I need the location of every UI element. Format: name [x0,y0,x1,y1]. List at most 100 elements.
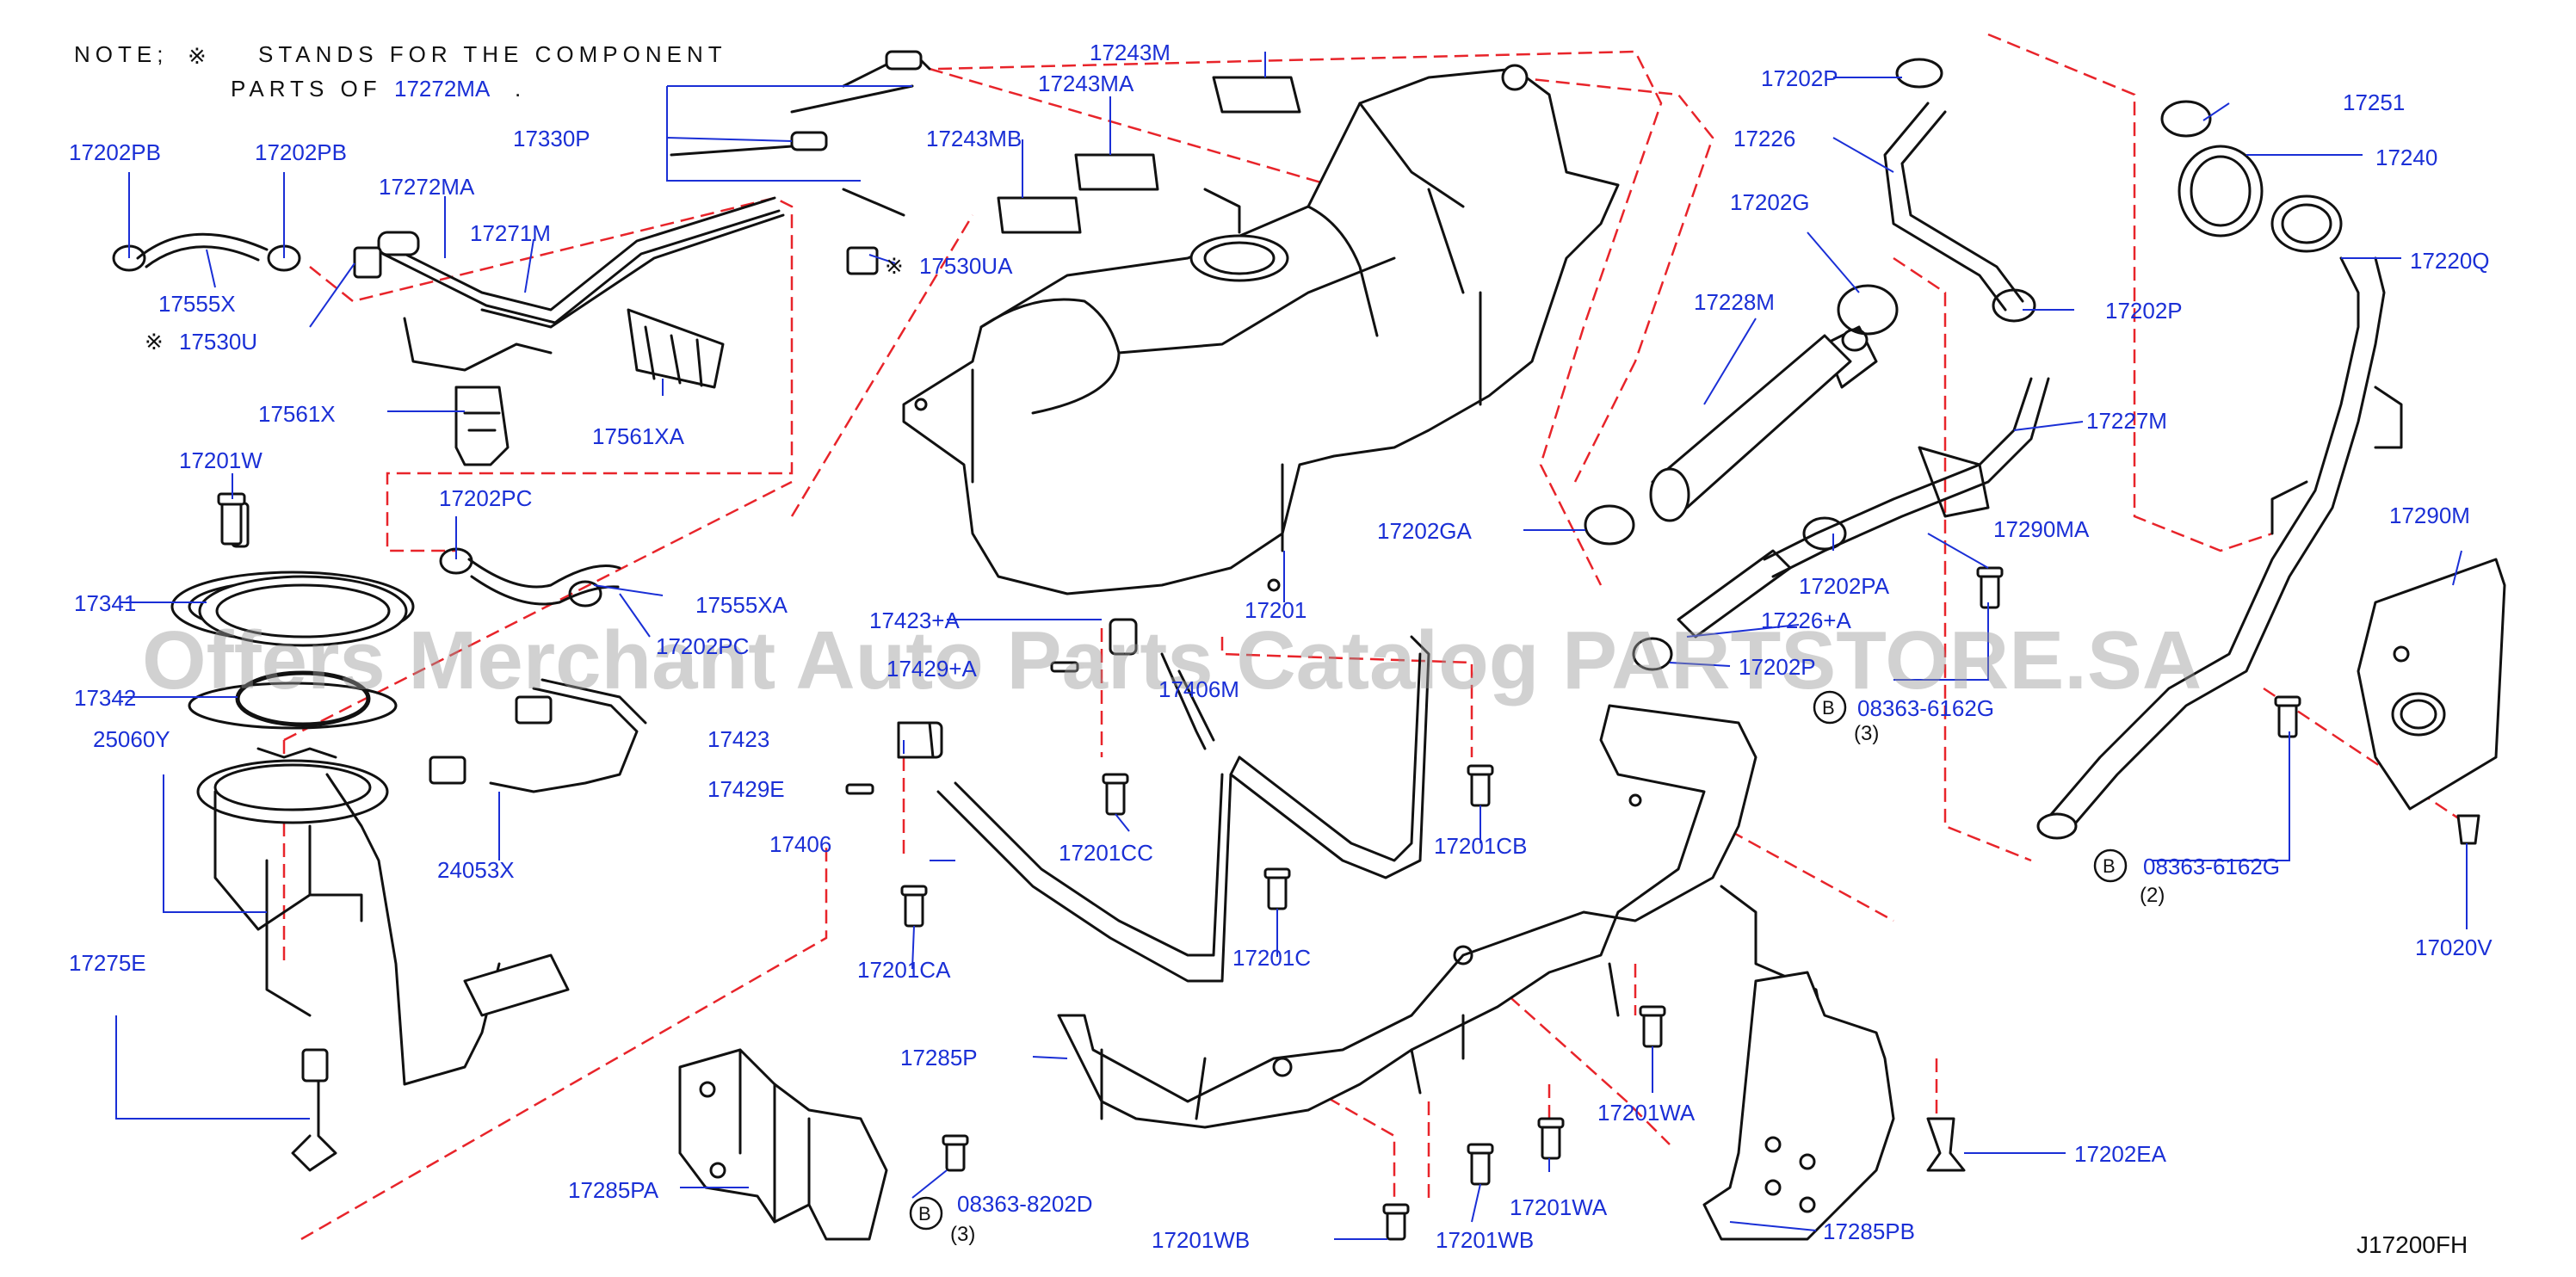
label-17020v[interactable]: 17020V [2415,935,2493,960]
clip-17202ea [1926,1117,1966,1172]
fuel-tank [902,64,1620,595]
leader-lines [115,52,2468,1240]
bolt-08363-6162g-a [1976,566,2004,609]
label-17285pa[interactable]: 17285PA [568,1177,659,1203]
label-17561x[interactable]: 17561X [258,401,336,427]
label-17220q[interactable]: 17220Q [2410,248,2490,274]
note-end: . [515,76,526,102]
note-block: NOTE; ※ STANDS FOR THE COMPONENT PARTS O… [74,41,722,102]
diagram-code: J17200FH [2357,1231,2468,1258]
label-17202pb-left[interactable]: 17202PB [69,139,161,165]
label-17202ea[interactable]: 17202EA [2074,1141,2167,1167]
label-17290ma[interactable]: 17290MA [1993,516,2090,542]
label-17330p[interactable]: 17330P [513,126,590,151]
bolt-badge-a: B [1813,690,1847,725]
label-17202p-lower[interactable]: 17202P [1739,654,1816,680]
filler-bracket-17290m [2357,558,2506,811]
svg-text:B: B [918,1203,931,1225]
label-17202pc-lower[interactable]: 17202PC [656,633,749,659]
qty-08363-6162g-lower: (2) [2140,884,2165,907]
label-17228m[interactable]: 17228M [1694,289,1775,315]
label-17201wb-right[interactable]: 17201WB [1436,1227,1534,1253]
bolt-17201cb [1467,764,1494,807]
label-17406[interactable]: 17406 [769,831,831,857]
label-17271m[interactable]: 17271M [470,220,551,246]
label-17275e[interactable]: 17275E [69,950,146,976]
bolt-08363-6162g-b [2274,695,2301,738]
qty-08363-8202d: (3) [950,1223,975,1246]
label-17429e[interactable]: 17429E [707,776,785,802]
label-08363-6162g-upper[interactable]: 08363-6162G [1857,695,1994,721]
label-17423a[interactable]: 17423+A [869,608,960,633]
pump-seal [198,575,408,727]
watermark: Offers Merchant Auto Parts Catalog PARTS… [142,614,2202,706]
label-08363-6162g-lower[interactable]: 08363-6162G [2143,854,2280,879]
harness [429,678,647,793]
note-symbol: ※ [188,43,212,69]
label-17201cb[interactable]: 17201CB [1434,833,1527,859]
label-17290m[interactable]: 17290M [2389,503,2470,528]
label-17202pa[interactable]: 17202PA [1799,573,1890,599]
part-labels: 17243M 17243MA 17243MB 17330P 17272MA 17… [69,40,2493,1253]
bolts [217,492,2480,1241]
label-25060y[interactable]: 25060Y [93,726,170,752]
label-17202p-top[interactable]: 17202P [1761,65,1838,91]
label-17226a[interactable]: 17226+A [1761,608,1851,633]
bolt-17201wa-a [1639,1005,1666,1048]
label-17201wa-lower[interactable]: 17201WA [1510,1194,1608,1220]
skid-plate-17285p [1057,704,1757,1129]
label-17226[interactable]: 17226 [1733,126,1795,151]
label-17202ga[interactable]: 17202GA [1377,518,1473,544]
part-17429e [845,783,874,795]
label-17202g[interactable]: 17202G [1730,189,1810,215]
label-17429a[interactable]: 17429+A [886,656,977,682]
label-17201[interactable]: 17201 [1245,597,1307,623]
label-17202pc-upper[interactable]: 17202PC [439,485,532,511]
label-17243mb[interactable]: 17243MB [926,126,1022,151]
svg-text:B: B [1822,697,1835,719]
label-17555x[interactable]: 17555X [158,291,236,317]
label-17201w[interactable]: 17201W [179,447,263,473]
label-17243m[interactable]: 17243M [1090,40,1171,65]
label-17423[interactable]: 17423 [707,726,769,752]
bracket-17285pa [678,1048,888,1241]
label-17285pb[interactable]: 17285PB [1823,1218,1915,1244]
label-17251[interactable]: 17251 [2343,89,2405,115]
bolt-17201w [217,492,246,546]
clip-17020v [2456,814,2480,845]
note-line2: PARTS OF [231,76,382,102]
label-17561xa[interactable]: 17561XA [592,423,685,449]
label-17240[interactable]: 17240 [2375,145,2437,170]
label-17341[interactable]: 17341 [74,590,136,616]
label-17342[interactable]: 17342 [74,685,136,711]
label-17201wb-left[interactable]: 17201WB [1152,1227,1250,1253]
label-24053x[interactable]: 24053X [437,857,515,883]
bolt-badge-c: B [909,1196,943,1231]
label-17201wa-upper[interactable]: 17201WA [1597,1100,1696,1126]
note-ref: 17272MA [394,76,491,102]
hoses-right [1649,102,2050,1034]
filler-neck [2036,100,2403,840]
label-17201c[interactable]: 17201C [1232,945,1311,971]
label-17201ca[interactable]: 17201CA [857,957,951,983]
label-17530u[interactable]: 17530U [179,329,257,355]
label-17530ua-symbol: ※ [885,253,909,279]
bolt-17201ca [900,885,928,928]
label-17202p-mid[interactable]: 17202P [2105,298,2183,324]
label-17272ma[interactable]: 17272MA [379,174,475,200]
label-17202pb-right[interactable]: 17202PB [255,139,347,165]
bolt-17201wa-b [1537,1117,1565,1160]
label-17201cc[interactable]: 17201CC [1059,840,1153,866]
note-prefix: NOTE; [74,41,168,67]
label-17227m[interactable]: 17227M [2086,408,2167,434]
label-17406m[interactable]: 17406M [1158,676,1239,702]
label-17530ua[interactable]: 17530UA [919,253,1013,279]
label-17243ma[interactable]: 17243MA [1038,71,1134,96]
hoses-left [136,50,931,606]
label-17285p[interactable]: 17285P [900,1045,978,1070]
label-17555xa[interactable]: 17555XA [695,592,788,618]
svg-text:B: B [2103,855,2116,877]
bolt-17201wb-b [1382,1203,1410,1241]
label-08363-8202d[interactable]: 08363-8202D [957,1191,1093,1217]
